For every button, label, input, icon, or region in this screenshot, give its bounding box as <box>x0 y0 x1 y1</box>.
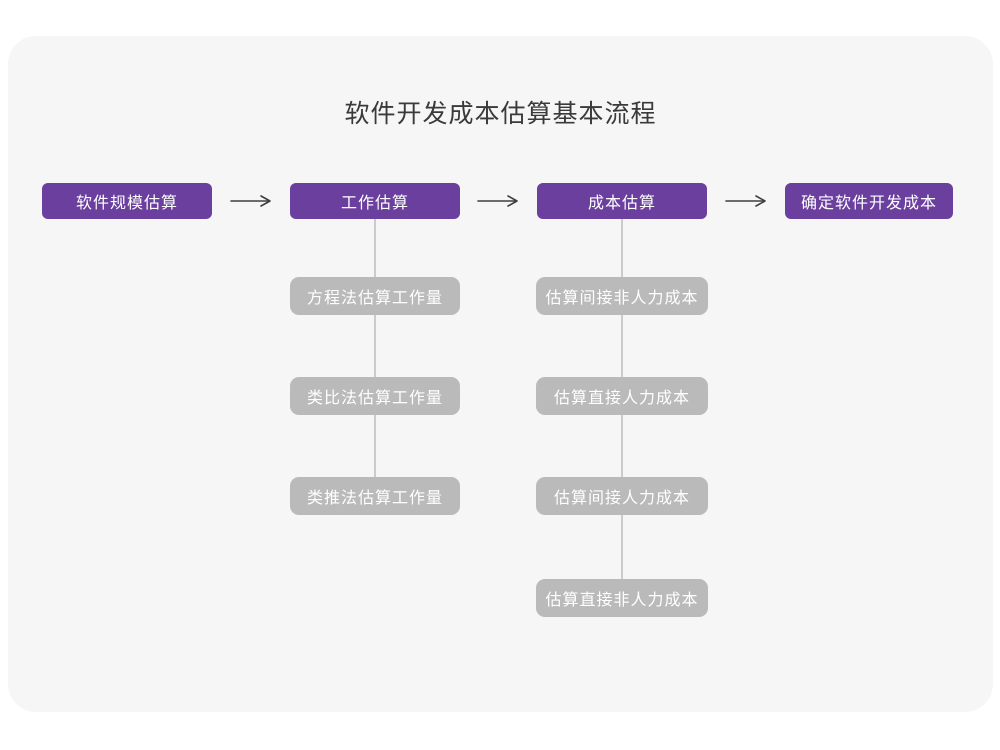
substep-box-direct-nonlabor-cost: 估算直接非人力成本 <box>536 579 708 617</box>
substep-box-comparison-method: 类比法估算工作量 <box>290 377 460 415</box>
substep-box-direct-labor-cost: 估算直接人力成本 <box>536 377 708 415</box>
connector-line-work-substeps <box>374 219 376 481</box>
stage-box-determine-development-cost: 确定软件开发成本 <box>785 183 953 219</box>
substep-box-indirect-labor-cost: 估算间接人力成本 <box>536 477 708 515</box>
substep-box-analogy-method: 类推法估算工作量 <box>290 477 460 515</box>
substep-box-indirect-nonlabor-cost: 估算间接非人力成本 <box>536 277 708 315</box>
arrow-right-icon <box>230 195 271 207</box>
stage-box-work-estimation: 工作估算 <box>290 183 460 219</box>
stage-box-software-size-estimation: 软件规模估算 <box>42 183 212 219</box>
arrow-right-icon <box>725 195 766 207</box>
arrow-right-icon <box>477 195 518 207</box>
substep-box-equation-method: 方程法估算工作量 <box>290 277 460 315</box>
diagram-card <box>8 36 993 712</box>
stage-box-cost-estimation: 成本估算 <box>537 183 707 219</box>
diagram-title: 软件开发成本估算基本流程 <box>344 100 657 128</box>
